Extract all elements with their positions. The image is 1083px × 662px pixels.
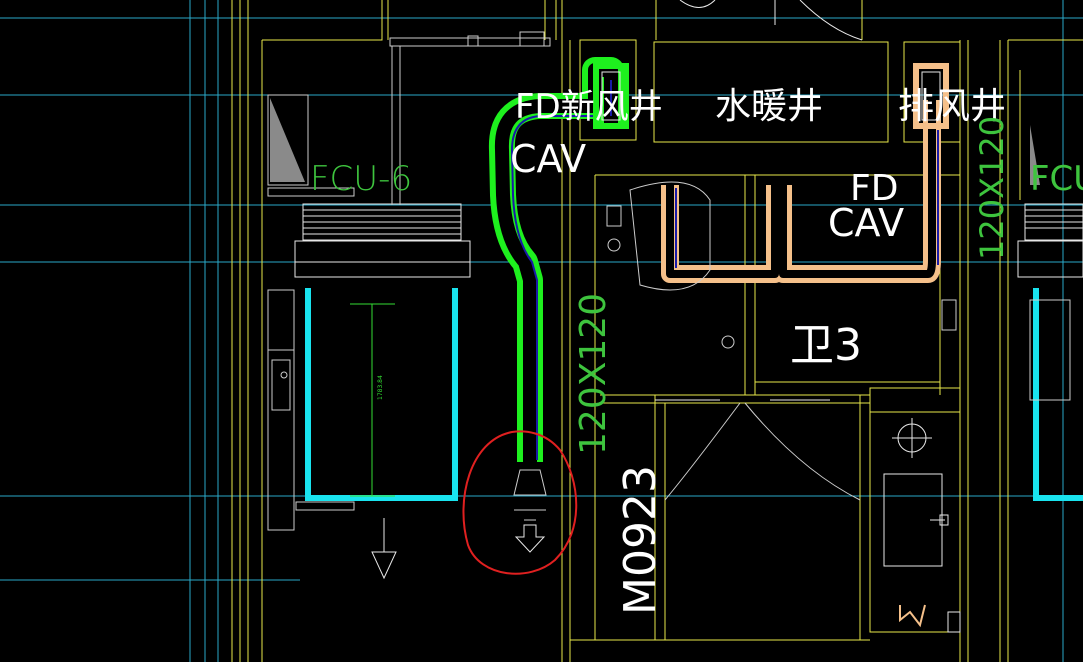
- fd-right-label: FD: [850, 168, 898, 209]
- exhaust-duct-orange[interactable]: [661, 63, 949, 283]
- right-bathroom-fixtures: [883, 418, 961, 633]
- wall-lines: [231, 0, 1083, 662]
- exhaust-shaft-label: 排风井: [898, 86, 1006, 127]
- duct-size-vertical-label: 120X120: [573, 293, 614, 455]
- duct-size-right-label: 120X120: [973, 116, 1011, 260]
- fresh-air-duct-green[interactable]: [488, 57, 629, 462]
- top-duct-fittings: [389, 31, 551, 205]
- cav-right-label: CAV: [828, 201, 904, 245]
- water-heating-shaft-label: 水暖井: [715, 86, 823, 127]
- left-room-fixtures: [267, 289, 295, 531]
- top-door-arcs: [679, 0, 863, 41]
- fcu-right-unit[interactable]: [1017, 125, 1083, 501]
- drawing-labels: FCU-6 FCU FD新风井 水暖井 排风井 CAV FD CAV 卫3 M0…: [310, 86, 1083, 615]
- fd-new-air-shaft-label: FD新风井: [515, 87, 663, 127]
- bathroom-label: 卫3: [790, 320, 862, 371]
- dimension-text: 1783.84: [377, 375, 384, 400]
- fcu-right-label: FCU: [1030, 159, 1083, 199]
- duct-end-diffuser[interactable]: [513, 469, 547, 553]
- fcu-left-label: FCU-6: [310, 159, 412, 199]
- bathroom-fixtures: [606, 181, 957, 501]
- door-tag-label: M0923: [615, 465, 666, 615]
- cav-left-label: CAV: [510, 137, 586, 181]
- fcu-left-unit[interactable]: 1783.84: [267, 94, 471, 580]
- red-annotation-circle: [462, 430, 578, 575]
